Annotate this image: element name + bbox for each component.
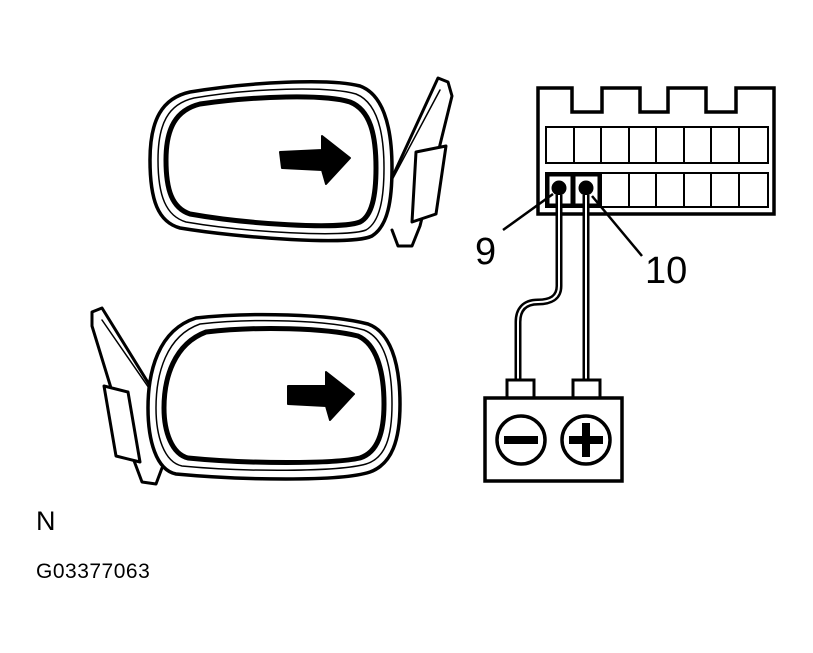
lower-mirror-glass: [161, 326, 387, 465]
lower-mirror-base: [102, 384, 142, 464]
pin-9-label: 9: [475, 231, 496, 273]
battery: [483, 378, 624, 483]
connector: [536, 86, 776, 216]
pin-10-leader: [591, 195, 643, 257]
minus-sign-icon: [495, 414, 547, 466]
negative-lead: [514, 195, 563, 380]
terminal-10-pin: [578, 180, 594, 196]
lower-mirror-housing: [146, 312, 402, 481]
lower-rotation-arrow: [287, 371, 355, 421]
battery-positive-terminal: [571, 378, 602, 401]
lower-mirror: [90, 306, 402, 486]
battery-negative-terminal: [505, 378, 536, 401]
upper-mirror-housing: [148, 79, 394, 243]
plus-sign-icon: [560, 414, 612, 466]
upper-mirror: [148, 76, 454, 248]
figure-id-label: G03377063: [36, 560, 151, 583]
pin-10-label: 10: [645, 250, 687, 292]
upper-rotation-arrow: [279, 135, 351, 185]
view-code-label: N: [36, 506, 56, 536]
pin-9-leader: [502, 192, 554, 232]
upper-mirror-base: [410, 144, 448, 224]
connector-upper-row: [545, 126, 769, 164]
upper-mirror-glass: [163, 94, 379, 229]
terminal-9-pin: [551, 180, 567, 196]
